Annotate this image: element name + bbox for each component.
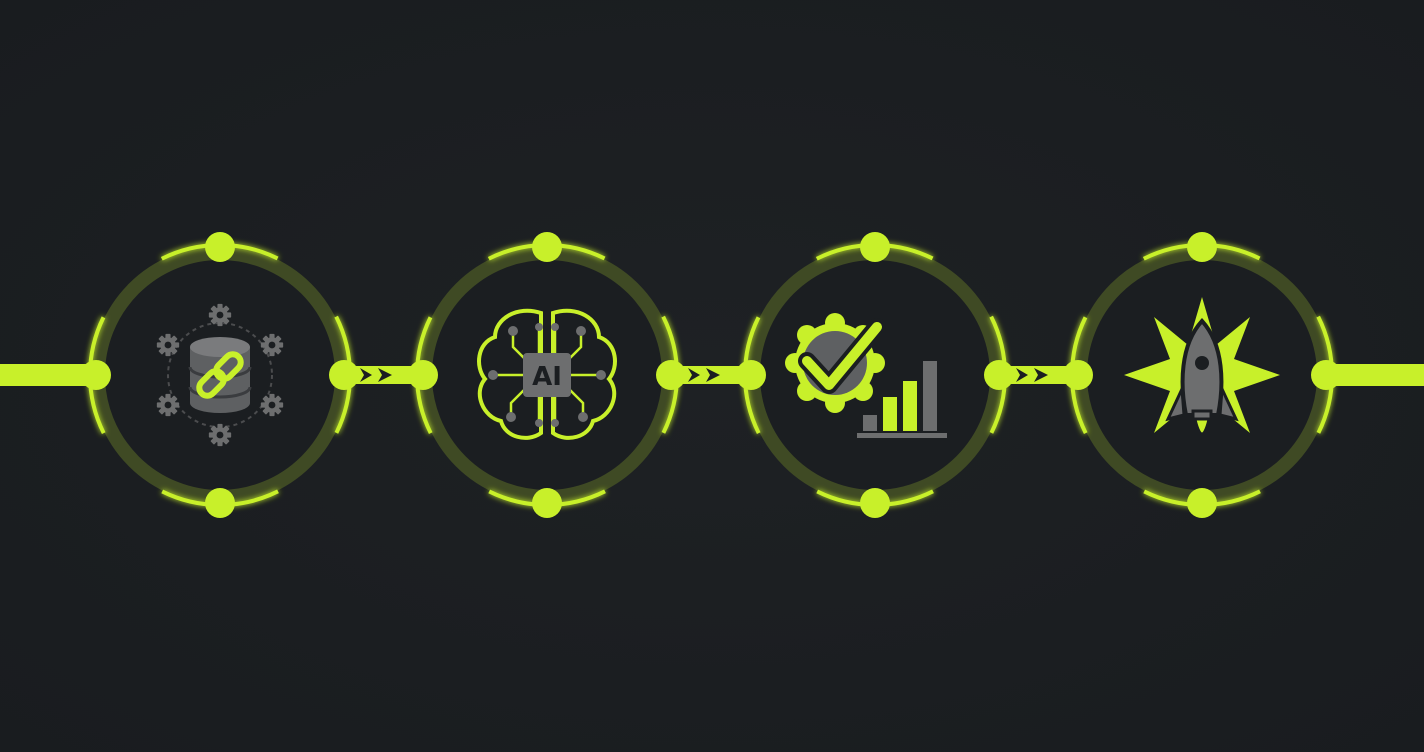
rocket-window — [1195, 356, 1209, 370]
stage-1 — [81, 232, 359, 518]
connector-3 — [998, 366, 1080, 384]
chart-bar-4 — [923, 361, 937, 431]
ring-node-top — [860, 232, 890, 262]
ring-node-left — [736, 360, 766, 390]
checkmark-badge-growth-chart-icon — [785, 313, 947, 438]
chart-baseline — [857, 433, 947, 438]
flow-line — [0, 364, 1424, 386]
flow-line-left — [0, 364, 98, 386]
ring-node-left — [408, 360, 438, 390]
database-link-gears-icon — [156, 303, 284, 447]
ring-node-bottom — [532, 488, 562, 518]
flow-line-right — [1326, 364, 1424, 386]
connector-1 — [344, 366, 424, 384]
ai-chip — [523, 353, 571, 397]
ring-node-right — [984, 360, 1014, 390]
stage-4 — [1063, 232, 1341, 518]
ring-node-bottom — [205, 488, 235, 518]
rocket-launch-burst-icon — [1124, 297, 1280, 436]
ring-node-top — [205, 232, 235, 262]
ai-brain-circuit-icon: AI — [477, 308, 617, 440]
ai-chip-label: AI — [532, 362, 562, 392]
ring-node-bottom — [860, 488, 890, 518]
ring-node-right — [656, 360, 686, 390]
ring-node-top — [1187, 232, 1217, 262]
ring-node-bottom — [1187, 488, 1217, 518]
ring-node-right — [1311, 360, 1341, 390]
ring-node-top — [532, 232, 562, 262]
chart-bar-2 — [883, 397, 897, 431]
chart-bar-3 — [903, 381, 917, 431]
connector-2 — [670, 366, 752, 384]
ring-node-left — [1063, 360, 1093, 390]
stage-2: AI — [408, 232, 686, 518]
ring-node-left — [81, 360, 111, 390]
chart-bar-1 — [863, 415, 877, 431]
stage-3 — [736, 232, 1014, 518]
ring-node-right — [329, 360, 359, 390]
